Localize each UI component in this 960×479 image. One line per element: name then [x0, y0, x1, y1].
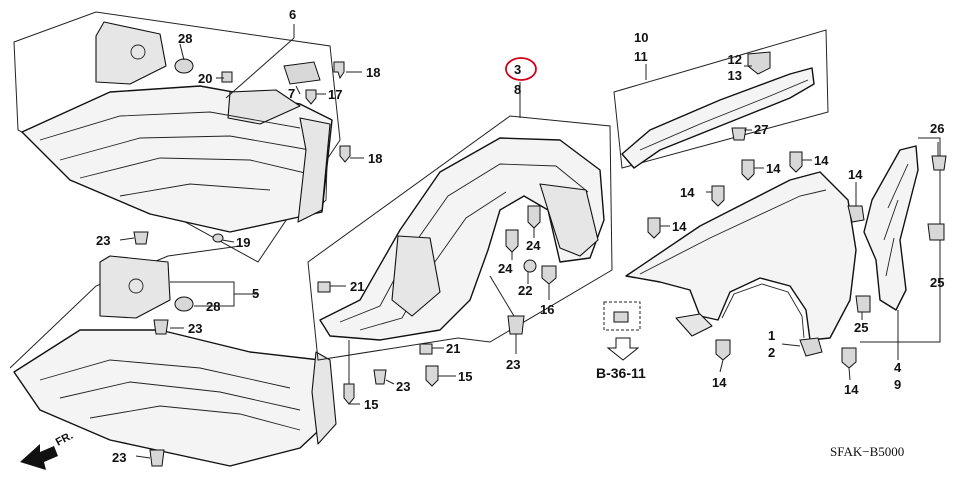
clip-26[interactable] [931, 155, 947, 171]
clip-21-upper[interactable] [317, 281, 331, 293]
fender-lining-part[interactable] [307, 115, 613, 361]
callout-22: 22 [518, 283, 532, 298]
clip-23-lower-a[interactable] [153, 319, 169, 335]
bolt-15-left[interactable] [343, 383, 355, 405]
clip-23-lower-b[interactable] [149, 449, 165, 467]
callout-14-bottom-right: 14 [844, 382, 859, 397]
bolt-18-upper[interactable] [333, 61, 345, 80]
clip-24-lower[interactable] [505, 229, 519, 253]
callout-1: 1 [768, 328, 775, 343]
callout-12: 12 [728, 52, 742, 67]
lower-undercover-part[interactable] [9, 245, 337, 467]
callout-23-upper: 23 [96, 233, 110, 248]
front-marker-label: FR. [54, 430, 75, 449]
bolt-16[interactable] [541, 265, 557, 285]
callout-9: 9 [894, 377, 901, 392]
clip-25-lower[interactable] [855, 295, 871, 313]
clip-24-upper[interactable] [527, 205, 541, 229]
callout-4: 4 [894, 360, 902, 375]
callout-14-center: 14 [680, 185, 695, 200]
callout-25-lower: 25 [854, 320, 868, 335]
callout-24-upper: 24 [526, 238, 541, 253]
clip-25-upper[interactable] [927, 223, 945, 241]
clip-28-upper[interactable] [174, 58, 194, 74]
upper-rail-part[interactable] [613, 29, 829, 169]
callout-14-top: 14 [766, 161, 781, 176]
reference-connector[interactable] [603, 301, 641, 361]
callout-23-bottom: 23 [396, 379, 410, 394]
callout-21-lower: 21 [446, 341, 460, 356]
bolt-17[interactable] [305, 89, 317, 105]
callout-17: 17 [328, 87, 342, 102]
screw-22[interactable] [523, 259, 537, 273]
clip-23-upper[interactable] [133, 231, 149, 245]
callout-14-right-top: 14 [814, 153, 829, 168]
callout-23-lining: 23 [506, 357, 520, 372]
callout-14-left: 14 [672, 219, 687, 234]
upper-undercover-frame [13, 11, 341, 263]
bolt-14-bottom-right[interactable] [841, 347, 857, 369]
bolt-15-right[interactable] [425, 365, 439, 387]
callout-13: 13 [728, 68, 742, 83]
bracket-7[interactable] [283, 61, 321, 85]
callout-23-lower-b: 23 [112, 450, 126, 465]
clip-23-bottom[interactable] [373, 369, 387, 385]
fender-lining-frame [307, 115, 613, 361]
bracket-12[interactable] [747, 51, 771, 75]
bolt-14-bottom-left[interactable] [715, 339, 731, 361]
callout-2: 2 [768, 345, 775, 360]
bracket-1-2[interactable] [799, 337, 823, 357]
clip-21-lower[interactable] [419, 343, 433, 355]
callout-24-lower: 24 [498, 261, 513, 276]
upper-rail-frame [613, 29, 829, 169]
clip-19[interactable] [212, 233, 224, 243]
callout-27: 27 [754, 122, 768, 137]
callout-11: 11 [634, 49, 648, 64]
bolt-14-right-top[interactable] [789, 151, 803, 173]
callout-labels: 6 28 20 18 7 17 18 23 19 5 28 23 23 3 8 … [96, 7, 944, 465]
bolt-14-left[interactable] [647, 217, 661, 239]
callout-26: 26 [930, 121, 944, 136]
leader-lines [119, 24, 939, 459]
callout-15-left: 15 [364, 397, 378, 412]
callout-28-upper: 28 [178, 31, 192, 46]
callout-23-lower-a: 23 [188, 321, 202, 336]
callout-8: 8 [514, 82, 521, 97]
callout-25-upper: 25 [930, 275, 944, 290]
callout-18-upper: 18 [366, 65, 380, 80]
callout-7: 7 [288, 86, 295, 101]
callout-14-bottom-left: 14 [712, 375, 727, 390]
callout-15-right: 15 [458, 369, 472, 384]
callout-6: 6 [289, 7, 296, 22]
upper-undercover-part[interactable] [13, 11, 341, 263]
callout-5: 5 [252, 286, 259, 301]
callout-19: 19 [236, 235, 250, 250]
bolt-18-mid[interactable] [339, 145, 351, 163]
callout-14-side: 14 [848, 167, 863, 182]
clip-27[interactable] [731, 127, 747, 141]
callout-28-lower: 28 [206, 299, 220, 314]
callout-3: 3 [514, 62, 521, 77]
clip-28-lower[interactable] [174, 296, 194, 312]
callout-21-upper: 21 [350, 279, 364, 294]
bolt-14-side[interactable] [847, 205, 865, 223]
clip-20[interactable] [221, 71, 233, 83]
highlight-ring [505, 57, 537, 81]
reference-label[interactable]: B-36-11 [596, 365, 646, 381]
bolt-14-top[interactable] [741, 159, 755, 181]
callout-10: 10 [634, 30, 648, 45]
catalog-code: SFAK−B5000 [830, 444, 904, 459]
callout-16: 16 [540, 302, 554, 317]
front-fender-part[interactable] [625, 171, 857, 341]
callout-20: 20 [198, 71, 212, 86]
clip-23-lining[interactable] [507, 315, 525, 335]
front-direction-arrow: FR. [20, 430, 75, 470]
highlighted-callout[interactable] [505, 57, 537, 81]
bolt-14-center[interactable] [711, 185, 725, 207]
callout-18-mid: 18 [368, 151, 382, 166]
side-bracket-part[interactable] [860, 137, 941, 343]
